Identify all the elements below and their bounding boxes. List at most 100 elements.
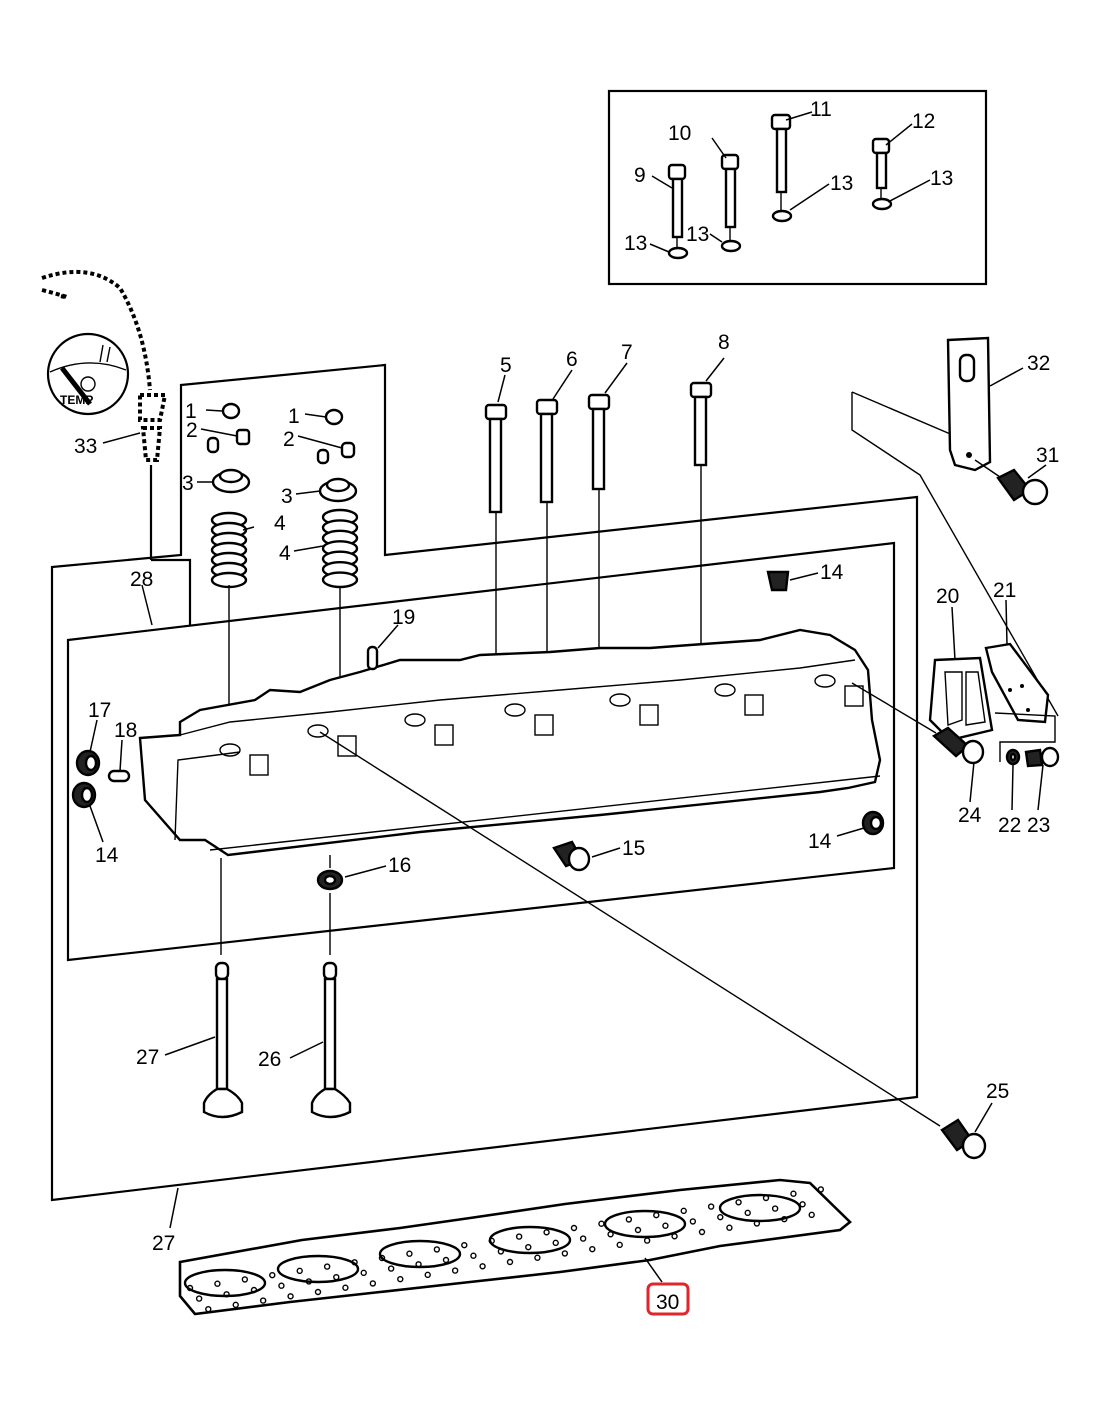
gasket-hole	[415, 1261, 422, 1268]
label-30[interactable]: 30	[656, 1291, 679, 1314]
label-11: 11	[810, 98, 832, 121]
gasket-hole	[634, 1226, 642, 1234]
label-24: 24	[958, 804, 982, 827]
gasket-hole	[278, 1282, 285, 1289]
port-window	[744, 694, 764, 716]
valve-keeper-2-left[interactable]	[206, 428, 251, 454]
gasket-hole	[625, 1216, 633, 1223]
gasket-hole	[269, 1271, 276, 1279]
gasket-hole	[461, 1241, 468, 1249]
gasket-hole	[342, 1284, 349, 1291]
gasket-hole	[470, 1252, 477, 1259]
gasket-hole	[552, 1239, 559, 1247]
label-17: 17	[88, 699, 111, 722]
part-labels: 1 1 2 2 3 3 4 4 5 6 7 8 9 10 11 12 13 13…	[74, 98, 1059, 1314]
valve-keeper-2-right[interactable]	[316, 441, 356, 465]
gasket-hole	[698, 1228, 706, 1236]
bolt-9[interactable]	[667, 163, 689, 260]
head-bolt-5[interactable]	[484, 403, 508, 665]
head-bolt-8[interactable]	[689, 381, 713, 655]
pin-18[interactable]	[107, 769, 131, 783]
bolt-25[interactable]	[940, 1118, 987, 1160]
core-plug-17[interactable]	[75, 749, 101, 777]
outer-panel-28	[50, 363, 919, 1202]
valve-cap-1-left[interactable]	[221, 402, 241, 420]
washer-16[interactable]	[316, 869, 344, 891]
valve-spring-4-right[interactable]	[321, 508, 359, 589]
bolt-10[interactable]	[720, 153, 742, 253]
bolt-31[interactable]	[996, 468, 1049, 506]
label-14: 14	[808, 830, 832, 853]
gasket-hole	[442, 1256, 450, 1264]
core-plug-14-left[interactable]	[71, 781, 97, 809]
gasket-hole	[607, 1231, 614, 1238]
label-28: 28	[130, 568, 153, 591]
label-9: 9	[634, 164, 646, 187]
temperature-sender[interactable]	[41, 269, 168, 560]
cylinder-bore	[603, 1209, 687, 1239]
lifting-bracket-32[interactable]	[946, 336, 992, 472]
head-gasket-30[interactable]	[178, 1178, 852, 1316]
gasket-hole	[753, 1220, 761, 1227]
label-5: 5	[500, 354, 512, 377]
gasket-hole	[506, 1258, 514, 1266]
label-13: 13	[624, 232, 647, 255]
label-2: 2	[186, 419, 198, 442]
gasket-hole	[762, 1194, 770, 1202]
head-bolt-7[interactable]	[587, 393, 611, 660]
spring-coil	[321, 571, 359, 589]
gasket-hole	[671, 1233, 678, 1240]
port-hole	[609, 693, 631, 707]
port-window	[249, 754, 269, 776]
plug-15[interactable]	[552, 840, 591, 872]
spring-coil	[210, 571, 248, 589]
gasket-hole	[205, 1305, 212, 1313]
label-27: 27	[136, 1046, 159, 1069]
head-bolt-6[interactable]	[535, 398, 559, 665]
bolt-23[interactable]	[1024, 746, 1060, 768]
gasket-hole	[186, 1284, 194, 1292]
cylinder-head[interactable]	[138, 628, 882, 857]
gasket-hole	[726, 1224, 733, 1231]
gasket-hole	[333, 1273, 340, 1281]
label-10: 10	[668, 122, 691, 145]
gasket-hole	[799, 1201, 806, 1208]
bolt-12[interactable]	[871, 137, 893, 211]
label-4: 4	[279, 542, 291, 565]
label-15: 15	[622, 837, 645, 860]
gasket-hole	[525, 1243, 532, 1251]
valve-rotator-3-right[interactable]	[318, 477, 358, 503]
core-plug-14-top[interactable]	[766, 570, 790, 592]
port-window	[534, 714, 554, 736]
valve-rotator-3-left[interactable]	[211, 468, 251, 494]
gasket-hole	[598, 1220, 605, 1227]
core-plug-14-right[interactable]	[861, 810, 885, 836]
gasket-hole	[662, 1222, 669, 1229]
label-3: 3	[281, 485, 293, 508]
dowel-pin-19[interactable]	[366, 645, 379, 671]
gasket-hole	[689, 1218, 697, 1225]
cover-plate-21[interactable]	[984, 642, 1050, 724]
valve-cap-1-right[interactable]	[324, 408, 344, 426]
gasket-hole	[387, 1265, 395, 1272]
label-31: 31	[1036, 444, 1059, 467]
bolt-24[interactable]	[931, 726, 985, 765]
gasket-hole	[781, 1215, 788, 1223]
exhaust-valve-27[interactable]	[202, 961, 244, 1119]
intake-valve-26[interactable]	[310, 961, 352, 1119]
bolt-11[interactable]	[770, 113, 793, 223]
gasket-hole	[680, 1207, 687, 1215]
label-23: 23	[1027, 814, 1050, 837]
washer-22[interactable]	[1005, 748, 1021, 766]
port-hole	[307, 724, 329, 738]
gasket-hole	[406, 1250, 413, 1257]
gasket-hole	[305, 1278, 313, 1285]
gasket-hole	[360, 1269, 367, 1277]
valve-spring-4-left[interactable]	[210, 511, 248, 589]
gasket-hole	[195, 1295, 203, 1302]
label-20: 20	[936, 585, 959, 608]
port-window	[434, 724, 454, 746]
highlight-box-30[interactable]	[646, 1282, 690, 1316]
label-1: 1	[185, 400, 197, 423]
gasket-20[interactable]	[928, 656, 994, 742]
